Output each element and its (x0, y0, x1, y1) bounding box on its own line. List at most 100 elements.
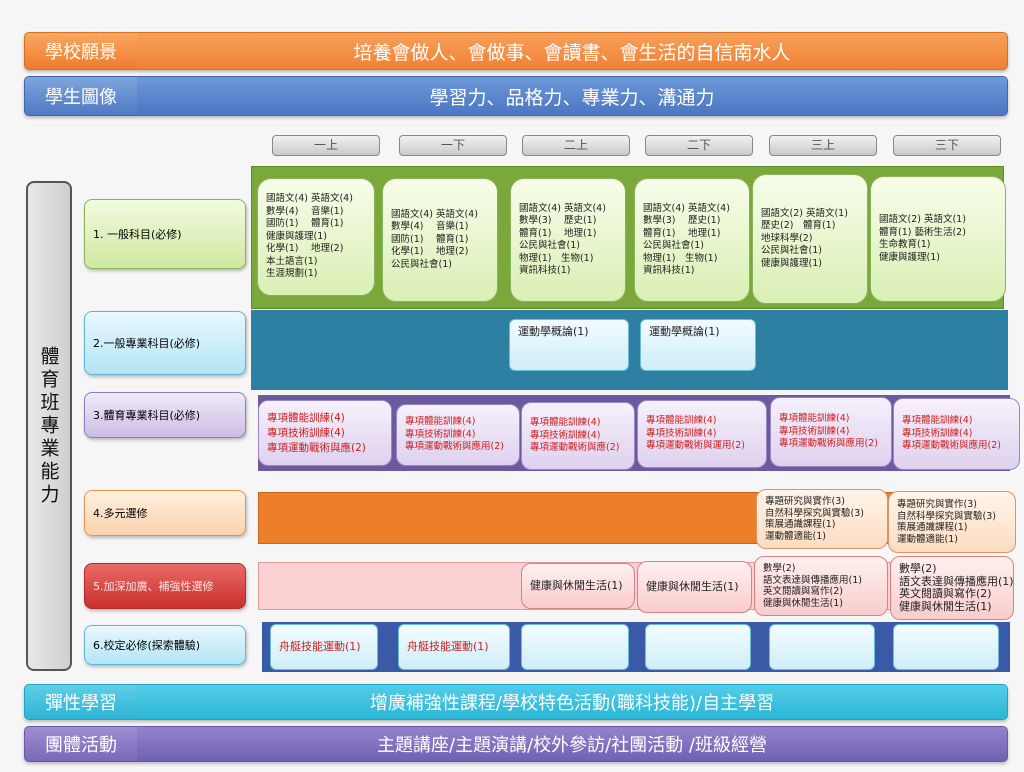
course-item: 生涯規劃(1) (266, 268, 318, 280)
electives-box-1: 專題研究與實作(3)自然科學探究與實驗(3)策展通識課程(1)運動體適能(1) (756, 489, 888, 549)
course-item: 體育(1) 地理(1) (643, 227, 721, 239)
school-required-box-6 (893, 624, 999, 670)
course-item: 數學(4) 音樂(1) (391, 221, 469, 233)
course-item: 專項運動戰術與應用(2) (405, 441, 504, 453)
course-item: 資訊科技(1) (519, 265, 571, 276)
course-item: 自然科學探究與實驗(3) (765, 507, 864, 519)
course-item: 專項體能訓練(4) (779, 413, 850, 425)
course-item: 策展通識課程(1) (765, 519, 836, 530)
school-required-row (262, 622, 1010, 672)
course-item: 專項技術訓練(4) (530, 429, 601, 441)
course-item: 專項運動戰術與應(2) (530, 442, 620, 454)
course-item: 專題研究與實作(3) (765, 496, 845, 507)
course-item: 公民與社會(1) (643, 240, 704, 251)
group-label: 團體活動 (45, 735, 117, 756)
course-item: 國防(1) 體育(1) (266, 218, 344, 230)
course-item: 國語文(4) 英語文(4) (643, 202, 730, 214)
course-item: 健康與護理(1) (266, 230, 327, 242)
course-item: 運動體適能(1) (897, 533, 958, 545)
course-item: 國防(1) 體育(1) (391, 233, 469, 245)
category-general: 1. 一般科目(必修) (84, 199, 246, 269)
course-item: 國語文(2) 英語文(1) (879, 214, 966, 225)
advanced-box-3: 健康與休閒生活(1) (521, 563, 635, 609)
course-item: 運動體適能(1) (765, 530, 826, 542)
sports-box-1: 專項體能訓練(4) 專項技術訓練(4) 專項運動戰術與應(2) (258, 400, 392, 466)
course-item: 專項技術訓練(4) (405, 428, 476, 440)
course-item: 專項技術訓練(4) (267, 426, 345, 439)
course-item: 專項技術訓練(4) (646, 427, 717, 439)
school-required-box-3 (521, 624, 629, 670)
semester-header: 一下 (399, 135, 507, 156)
flexible-value: 增廣補強性課程/學校特色活動(職科技能)/自主學習 (137, 685, 1007, 719)
course-item: 專項運動戰術與運用(2) (646, 440, 745, 452)
course-item: 專項運動戰術與應(2) (267, 441, 366, 454)
course-item: 體育(1) 藝術生活(2) (879, 226, 966, 238)
course-item: 國語文(4) 英語文(4) (391, 208, 478, 220)
flexible-band: 彈性學習 增廣補強性課程/學校特色活動(職科技能)/自主學習 (24, 684, 1008, 720)
general-professional-box-1: 運動學概論(1) (509, 319, 629, 371)
course-item: 公民與社會(1) (519, 240, 580, 251)
school-required-box-4 (645, 624, 751, 670)
course-item: 專項體能訓練(4) (405, 416, 476, 428)
flexible-label: 彈性學習 (45, 693, 117, 714)
sports-box-6: 專項體能訓練(4)專項技術訓練(4)專項運動戰術與應用(2) (893, 398, 1020, 470)
course-item: 英文閱讀與寫作(2) (763, 586, 843, 597)
sports-box-2: 專項體能訓練(4)專項技術訓練(4)專項運動戰術與應用(2) (396, 404, 520, 466)
course-item: 歷史(2) 體育(1) (761, 220, 836, 232)
course-item: 國語文(4) 英語文(4) (266, 193, 353, 205)
course-item: 自然科學探究與實驗(3) (897, 510, 996, 522)
general-box-1: 國語文(4) 英語文(4)數學(4) 音樂(1)國防(1) 體育(1)健康與護理… (257, 178, 375, 296)
general-box-5: 國語文(2) 英語文(1)歷史(2) 體育(1)地球科學(2)公民與社會(1)健… (752, 174, 868, 304)
group-value: 主題講座/主題演講/校外參訪/社團活動 /班級經營 (137, 727, 1007, 761)
semester-header: 一上 (272, 135, 380, 156)
course-item: 專項體能訓練(4) (267, 411, 345, 424)
course-item: 國語文(2) 英語文(1) (761, 207, 848, 219)
sports-box-4: 專項體能訓練(4)專項技術訓練(4)專項運動戰術與運用(2) (637, 400, 767, 468)
course-item: 地球科學(2) (761, 232, 813, 244)
course-item: 體育(1) 地理(1) (519, 227, 597, 239)
vision-value: 培養會做人、會做事、會讀書、會生活的自信南水人 (137, 33, 1007, 69)
course-item: 化學(1) 地理(2) (391, 246, 469, 258)
course-item: 專項技術訓練(4) (779, 425, 850, 437)
course-item: 健康與護理(1) (761, 257, 822, 269)
course-item: 英文閱讀與寫作(2) (899, 587, 992, 600)
group-band: 團體活動 主題講座/主題演講/校外參訪/社團活動 /班級經營 (24, 726, 1008, 762)
category-sports-professional: 3.體育專業科目(必修) (84, 392, 246, 438)
semester-header: 二上 (522, 135, 630, 156)
course-item: 健康與休閒生活(1) (899, 599, 992, 613)
general-box-4: 國語文(4) 英語文(4)數學(3) 歷史(1)體育(1) 地理(1)公民與社會… (634, 178, 750, 302)
course-item: 策展通識課程(1) (897, 522, 968, 533)
pillar: 體育班專業能力 (26, 181, 72, 671)
course-item: 國語文(4) 英語文(4) (519, 202, 606, 214)
advanced-box-4: 健康與休閒生活(1) (637, 561, 752, 613)
course-item: 數學(4) 音樂(1) (266, 205, 344, 217)
category-school-required: 6.校定必修(探索體驗) (84, 625, 246, 665)
semester-header: 三上 (769, 135, 877, 156)
course-item: 公民與社會(1) (391, 258, 452, 270)
advanced-box-5: 數學(2)語文表達與傳播應用(1)英文閱讀與寫作(2)健康與休閒生活(1) (754, 556, 888, 616)
course-item: 專項體能訓練(4) (902, 415, 973, 427)
course-item: 物理(1) 生物(1) (643, 252, 718, 264)
school-required-box-1: 舟艇技能運動(1) (270, 624, 378, 670)
course-item: 專項體能訓練(4) (646, 415, 717, 427)
course-item: 公民與社會(1) (761, 245, 822, 257)
course-item: 化學(1) 地理(2) (266, 243, 344, 255)
category-electives: 4.多元選修 (84, 490, 246, 536)
course-item: 語文表達與傳播應用(1) (763, 574, 862, 586)
course-item: 專項運動戰術與應用(2) (779, 438, 878, 450)
general-professional-row (251, 310, 1008, 390)
course-item: 專項技術訓練(4) (902, 427, 973, 439)
category-advanced: 5.加深加廣、補強性選修 (84, 563, 246, 609)
general-box-6: 國語文(2) 英語文(1)體育(1) 藝術生活(2)生命教育(1)健康與護理(1… (870, 176, 1006, 302)
general-professional-box-2: 運動學概論(1) (640, 319, 756, 371)
portrait-band: 學生圖像 學習力、品格力、專業力、溝通力 (24, 76, 1008, 116)
course-item: 健康與護理(1) (879, 251, 940, 263)
course-item: 資訊科技(1) (643, 265, 695, 276)
sports-box-3: 專項體能訓練(4)專項技術訓練(4)專項運動戰術與應(2) (521, 402, 635, 470)
school-required-box-2: 舟艇技能運動(1) (398, 624, 510, 670)
advanced-box-6: 數學(2)語文表達與傳播應用(1)英文閱讀與寫作(2)健康與休閒生活(1) (890, 556, 1014, 620)
general-box-2: 國語文(4) 英語文(4)數學(4) 音樂(1)國防(1) 體育(1)化學(1)… (382, 178, 498, 302)
pillar-label: 體育班專業能力 (37, 345, 60, 507)
vision-label: 學校願景 (45, 42, 117, 63)
category-general-professional: 2.一般專業科目(必修) (84, 311, 246, 375)
